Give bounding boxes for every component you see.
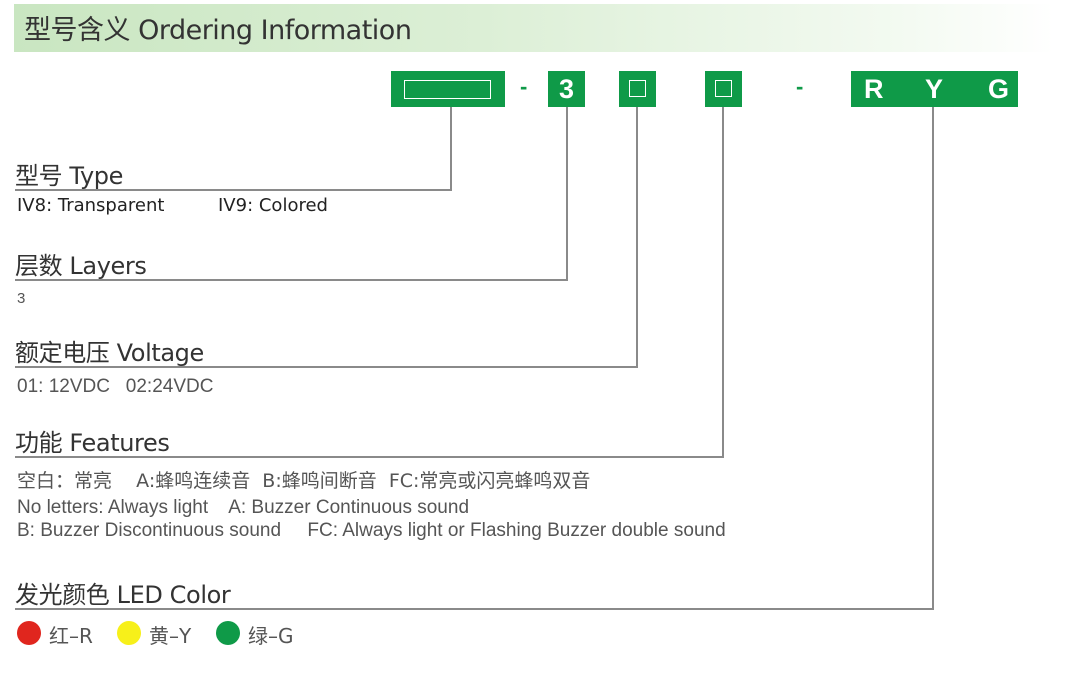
features-cn-line: 空白：常亮 A:蜂鸣连续音 B:蜂鸣间断音 FC:常亮或闪亮蜂鸣双音 <box>17 470 591 492</box>
color-underline <box>15 608 934 610</box>
color-code-r: R <box>864 74 884 104</box>
type-title: 型号 Type <box>15 162 123 190</box>
color-code-box: R Y G <box>851 71 1018 107</box>
type-underline <box>15 189 452 191</box>
voltage-placeholder-rect <box>629 80 646 97</box>
features-code-box <box>705 71 742 107</box>
type-code-box <box>391 71 505 107</box>
layers-connector-v <box>566 107 568 280</box>
type-connector-v <box>450 107 452 190</box>
code-dash-2: - <box>796 74 804 99</box>
features-placeholder-rect <box>715 80 732 97</box>
layers-title: 层数 Layers <box>15 252 147 280</box>
red-dot-icon <box>17 621 41 645</box>
page-title: 型号含义 Ordering Information <box>24 15 412 46</box>
color-connector-v <box>932 107 934 609</box>
led-label-yellow: 黄–Y <box>149 624 192 648</box>
features-underline <box>15 456 724 458</box>
features-en-line-1: No letters: Always light A: Buzzer Conti… <box>17 497 470 518</box>
voltage-title: 额定电压 Voltage <box>15 339 204 367</box>
voltage-code-box <box>619 71 656 107</box>
voltage-connector-v <box>636 107 638 367</box>
layers-value: 3 <box>17 290 26 307</box>
color-code-y: Y <box>925 74 944 104</box>
features-en-line-2: B: Buzzer Discontinuous sound FC: Always… <box>17 520 726 541</box>
features-connector-v <box>722 107 724 457</box>
type-placeholder-rect <box>404 80 491 99</box>
features-title: 功能 Features <box>15 429 170 457</box>
voltage-options: 01: 12VDC 02:24VDC <box>17 376 214 397</box>
header-bar <box>14 4 1054 52</box>
color-code-g: G <box>988 74 1010 104</box>
type-option-iv9: IV9: Colored <box>218 195 328 216</box>
green-dot-icon <box>216 621 240 645</box>
code-dash-1: - <box>520 74 528 99</box>
led-title: 发光颜色 LED Color <box>15 581 231 609</box>
type-option-iv8: IV8: Transparent <box>17 195 165 216</box>
voltage-underline <box>15 366 638 368</box>
layers-code-box: 3 <box>548 71 585 107</box>
led-label-red: 红–R <box>49 624 93 648</box>
led-label-green: 绿–G <box>248 624 294 648</box>
layers-underline <box>15 279 568 281</box>
yellow-dot-icon <box>117 621 141 645</box>
